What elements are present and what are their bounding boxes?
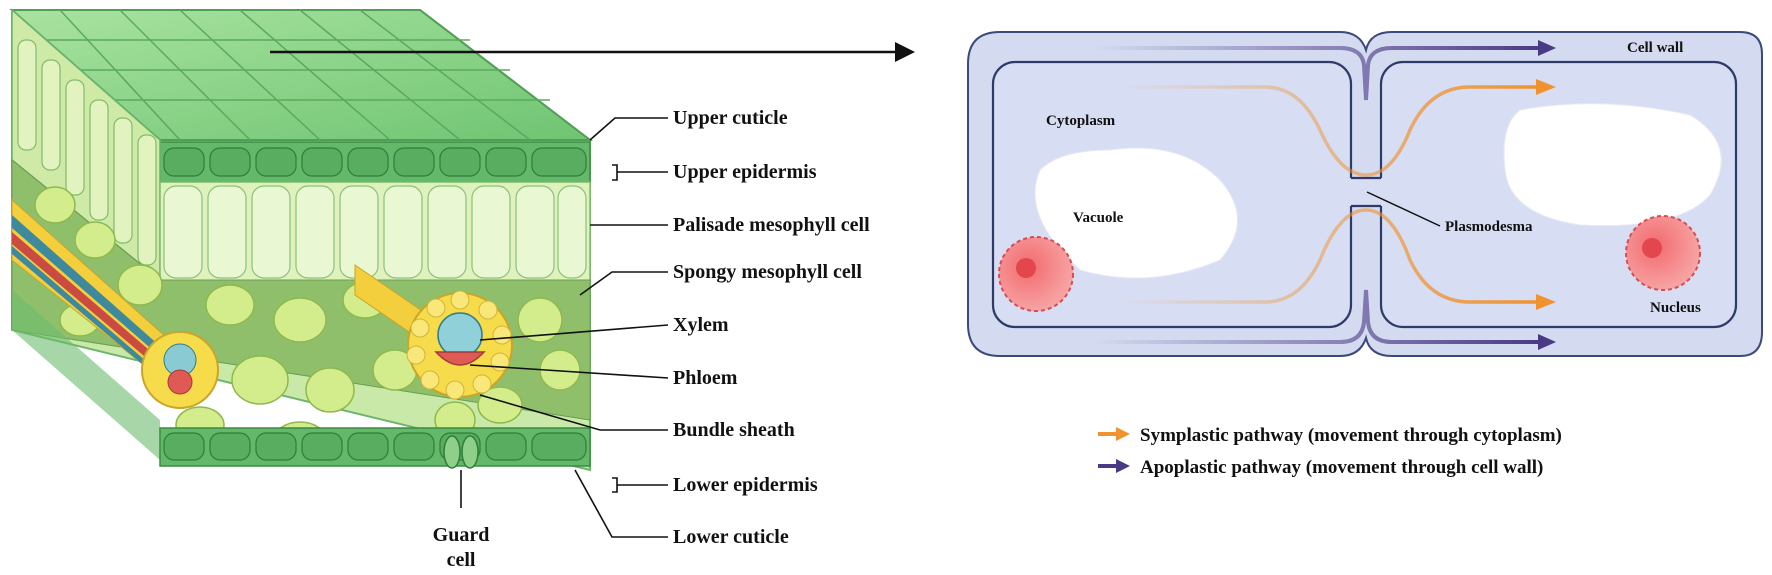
guard-cells — [443, 435, 479, 469]
leaf-cross-section — [9, 8, 593, 472]
cell-pathway-diagram — [967, 31, 1763, 357]
label-lower-epidermis: Lower epidermis — [673, 474, 818, 496]
left-nucleus — [998, 236, 1074, 312]
spongy-cells — [34, 186, 581, 459]
right-vacuole — [1503, 103, 1722, 227]
legend-apoplastic: Apoplastic pathway (movement through cel… — [1140, 457, 1543, 478]
label-guard-cell-line1: Guard — [433, 524, 490, 546]
left-vascular-bundle — [141, 331, 219, 409]
label-palisade: Palisade mesophyll cell — [673, 214, 870, 236]
label-guard-cell-line2: cell — [447, 549, 476, 571]
label-upper-epidermis: Upper epidermis — [673, 161, 817, 183]
label-xylem: Xylem — [673, 314, 729, 336]
leaf-leader-lines — [460, 117, 669, 538]
label-plasmodesma: Plasmodesma — [1445, 219, 1533, 235]
zoom-arrow — [270, 42, 915, 62]
legend-symplastic-arrow — [1116, 427, 1130, 441]
central-vascular-bundle — [406, 290, 513, 400]
legend-apoplastic-arrow — [1116, 459, 1130, 473]
phloem-tissue — [434, 351, 486, 366]
label-upper-cuticle: Upper cuticle — [673, 107, 788, 129]
legend-symplastic: Symplastic pathway (movement through cyt… — [1140, 425, 1562, 446]
label-cytoplasm: Cytoplasm — [1046, 113, 1116, 129]
label-cell-wall: Cell wall — [1627, 40, 1683, 56]
apoplastic-arrows — [1095, 40, 1556, 350]
label-phloem: Phloem — [673, 367, 738, 389]
xylem-tissue — [437, 312, 483, 358]
palisade-cells — [163, 185, 587, 279]
label-vacuole: Vacuole — [1073, 210, 1124, 226]
side-palisade-cells — [17, 39, 157, 266]
right-nucleus — [1625, 215, 1701, 291]
lower-epidermis-cells — [163, 432, 587, 461]
label-spongy: Spongy mesophyll cell — [673, 261, 862, 283]
symplastic-arrows — [1120, 79, 1556, 310]
top-surface-cells — [40, 9, 550, 141]
label-bundle-sheath: Bundle sheath — [673, 419, 795, 441]
legend: Symplastic pathway (movement through cyt… — [1098, 425, 1562, 478]
plasmodesma-leader — [1366, 191, 1441, 227]
label-lower-cuticle: Lower cuticle — [673, 526, 789, 548]
label-nucleus: Nucleus — [1650, 300, 1701, 316]
upper-epidermis-cells — [163, 147, 587, 177]
